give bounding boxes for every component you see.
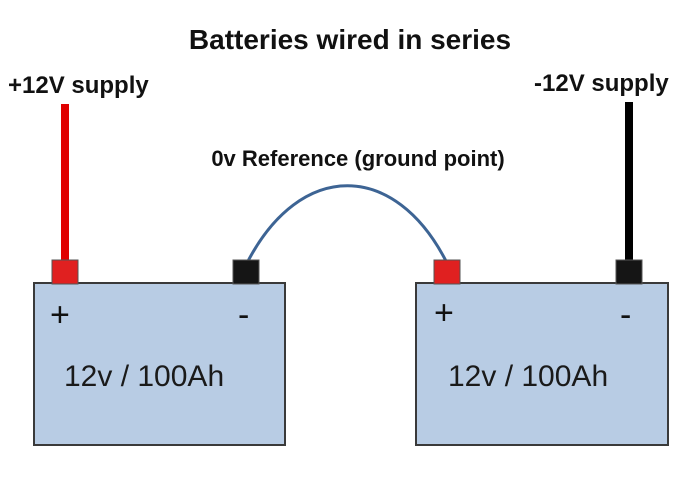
- battery-2-label: 12v / 100Ah: [448, 360, 609, 393]
- reference-label: 0v Reference (ground point): [211, 146, 505, 171]
- battery-1-plus-sign: +: [50, 296, 70, 334]
- battery-2-plus-sign: +: [434, 294, 454, 332]
- battery-1-positive-terminal: [51, 259, 79, 285]
- battery-2-negative-terminal: [615, 259, 643, 285]
- battery-1-negative-terminal: [232, 259, 260, 285]
- battery-2-body: [415, 282, 669, 446]
- battery-1-body: [33, 282, 286, 446]
- series-link-wire: [245, 184, 449, 264]
- positive-supply-wire: [61, 104, 69, 264]
- battery-2-positive-terminal: [433, 259, 461, 285]
- diagram-title: Batteries wired in series: [188, 24, 512, 55]
- positive-supply-label: +12V supply: [8, 72, 149, 99]
- negative-supply-wire: [625, 102, 633, 264]
- battery-2-minus-sign: -: [620, 296, 632, 334]
- negative-supply-label: -12V supply: [534, 70, 669, 97]
- battery-1-minus-sign: -: [238, 296, 250, 334]
- battery-1-label: 12v / 100Ah: [64, 360, 225, 393]
